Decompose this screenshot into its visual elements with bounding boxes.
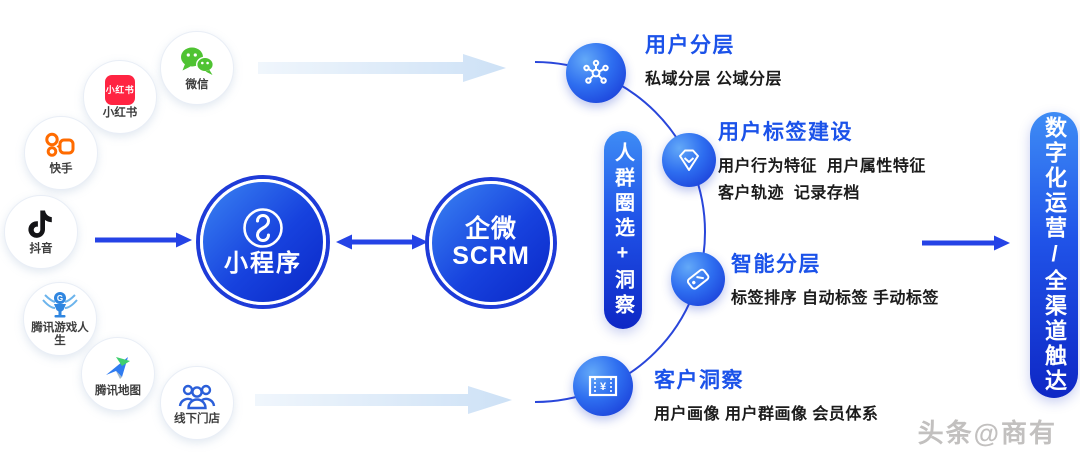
source-label: 抖音: [29, 242, 53, 255]
watermark: 头条@商有: [917, 418, 1057, 448]
source-offline-store: 线下门店: [160, 366, 234, 440]
arrow-miniprogram-scrm: [336, 234, 428, 250]
source-wechat: 微信: [160, 31, 234, 105]
source-label: 快手: [49, 162, 73, 175]
crowd-selection-pill: 人群圈选+洞察: [604, 131, 642, 329]
source-tencent-game: G 腾讯游戏人生: [23, 282, 97, 356]
arrow-to-right-pillar: [922, 235, 1010, 251]
node-customer-insight: ¥: [573, 356, 633, 416]
kuaishou-icon: [45, 132, 75, 157]
branch-title: 用户分层: [645, 34, 735, 57]
source-tencent-map: 腾讯地图: [81, 337, 155, 411]
digital-operation-pill: 数字化运营/全渠道触达: [1030, 112, 1078, 398]
source-label: 腾讯地图: [95, 384, 141, 397]
branch-smart-layering: 智能分层 标签排序 自动标签 手动标签: [731, 248, 939, 312]
source-label: 小红书: [102, 106, 138, 119]
pale-arrow-bottom: [255, 386, 512, 414]
branch-line: 私域分层 公域分层: [645, 71, 782, 88]
branch-line: 客户轨迹 记录存档: [718, 185, 860, 202]
node-smart-layering: [671, 252, 725, 306]
mini-program-icon: [243, 208, 283, 249]
branch-line: 标签排序 自动标签 手动标签: [731, 290, 939, 307]
source-kuaishou: 快手: [24, 116, 98, 190]
tencent-game-icon: G: [42, 292, 78, 318]
branch-line: 用户画像 用户群画像 会员体系: [654, 406, 879, 423]
xiaohongshu-icon: 小红书: [105, 74, 135, 105]
svg-text:¥: ¥: [600, 381, 607, 393]
scrm-line1: 企微: [464, 214, 517, 243]
source-label: 微信: [185, 78, 209, 91]
branch-line: 用户行为特征 用户属性特征: [718, 158, 926, 175]
scrm-line2: SCRM: [452, 242, 530, 270]
diamond-check-icon: [679, 149, 699, 171]
source-label: 腾讯游戏人生: [31, 322, 89, 347]
branch-user-layering: 用户分层 私域分层 公域分层: [645, 29, 782, 93]
node-user-layering: [566, 43, 626, 103]
price-tag-icon: [686, 268, 710, 290]
branch-user-tags: 用户标签建设 用户行为特征 用户属性特征 客户轨迹 记录存档: [718, 116, 926, 207]
mini-program-label: 小程序: [224, 250, 302, 278]
pale-arrow-top: [258, 54, 506, 82]
source-xiaohongshu: 小红书 小红书: [83, 60, 157, 134]
source-label: 线下门店: [174, 412, 220, 425]
source-douyin: 抖音: [4, 195, 78, 269]
scrm-circle: 企微 SCRM: [429, 181, 553, 305]
store-people-icon: [178, 384, 216, 409]
branch-title: 智能分层: [731, 253, 821, 276]
node-user-tags: [662, 133, 716, 187]
svg-text:G: G: [57, 294, 63, 303]
wechat-icon: [181, 47, 215, 75]
douyin-icon: [28, 210, 52, 238]
tencent-map-icon: [106, 356, 130, 379]
branch-title: 客户洞察: [654, 369, 744, 392]
arrow-sources-to-miniprogram: [95, 232, 192, 248]
branch-title: 用户标签建设: [718, 121, 853, 144]
mini-program-circle: 小程序: [200, 179, 326, 305]
network-hub-icon: [583, 59, 609, 84]
coupon-icon: ¥: [588, 375, 618, 397]
branch-customer-insight: 客户洞察 用户画像 用户群画像 会员体系: [654, 364, 878, 428]
